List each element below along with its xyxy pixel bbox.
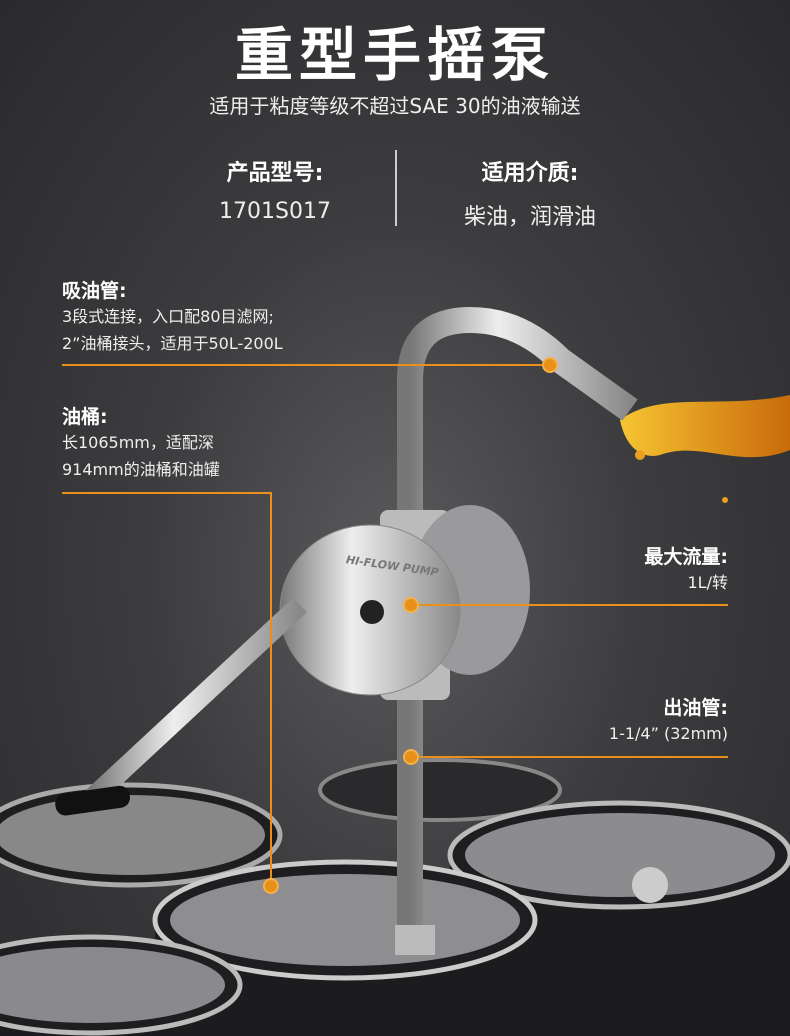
- callout-dot: [403, 749, 419, 765]
- spec-medium-value: 柴油，润滑油: [463, 205, 596, 230]
- callout-text: 1L/转: [687, 573, 729, 592]
- page-title: 重型手摇泵: [234, 21, 555, 89]
- callout-line: [270, 492, 272, 885]
- callout-dot: [263, 878, 279, 894]
- callout-dot: [542, 357, 558, 373]
- callout-title: 油桶:: [62, 406, 108, 428]
- callout-title: 出油管:: [663, 697, 728, 719]
- callout-outlet-pipe: 出油管: 1-1/4” (32mm): [609, 693, 728, 747]
- callout-line: [62, 364, 550, 366]
- callout-text: 长1065mm，适配深: [62, 433, 214, 452]
- callout-line: [412, 604, 728, 606]
- spec-medium: 适用介质: 柴油，润滑油: [420, 155, 640, 231]
- callout-text: 1-1/4” (32mm): [608, 724, 728, 743]
- callout-text: 914mm的油桶和油罐: [62, 460, 220, 479]
- pump: HI-FLOW PUMP: [55, 306, 638, 955]
- callout-text: 2”油桶接头，适用于50L-200L: [62, 334, 283, 353]
- callout-line: [412, 756, 728, 758]
- callout-max-flow: 最大流量: 1L/转: [644, 542, 728, 596]
- callout-title: 吸油管:: [62, 280, 127, 302]
- callout-dot: [403, 597, 419, 613]
- callout-suction-pipe: 吸油管: 3段式连接，入口配80目滤网; 2”油桶接头，适用于50L-200L: [62, 276, 283, 357]
- callout-barrel: 油桶: 长1065mm，适配深 914mm的油桶和油罐: [62, 402, 220, 483]
- spec-medium-label: 适用介质:: [481, 161, 579, 186]
- spec-model-value: 1701S017: [219, 199, 331, 224]
- callout-title: 最大流量:: [644, 546, 728, 568]
- oil-splash: [620, 395, 790, 503]
- spec-divider: [395, 150, 397, 226]
- spec-model: 产品型号: 1701S017: [165, 155, 385, 224]
- barrels: [0, 758, 790, 1036]
- callout-text: 3段式连接，入口配80目滤网;: [62, 307, 274, 326]
- page-subtitle: 适用于粘度等级不超过SAE 30的油液输送: [209, 94, 581, 118]
- spec-model-label: 产品型号:: [226, 161, 324, 186]
- callout-line: [62, 492, 272, 494]
